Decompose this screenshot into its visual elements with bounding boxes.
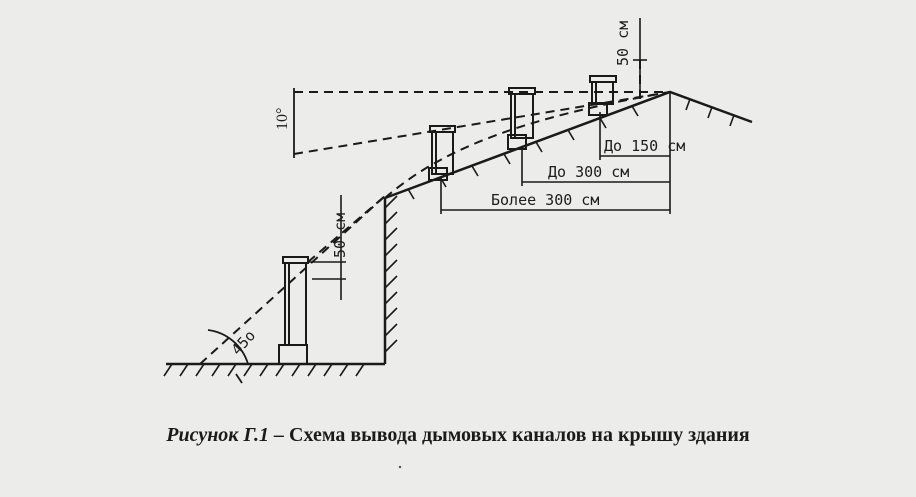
stray-dot [398,465,402,469]
angle-45-label: 45o [228,326,260,358]
dim-50-top [633,18,647,92]
chimney-ground [278,256,309,365]
building-wall [383,195,398,364]
angle-10-label: 10° [274,108,291,130]
dashed-lines [199,60,671,365]
dim-more-300-label: Более 300 см [491,191,599,209]
figure-caption: Рисунок Г.1 – Схема вывода дымовых канал… [0,424,916,447]
dim-50-left-label: 50 см [331,213,349,258]
chimney-over-300 [428,125,456,181]
chimney-up-to-300 [507,87,536,150]
figure-title: Схема вывода дымовых каналов на крышу зд… [289,424,750,446]
dim-distances [440,92,671,214]
ground-left [163,362,385,377]
chimney-up-to-150 [588,75,617,116]
dim-50-top-label: 50 см [614,21,632,66]
dim-150-label: До 150 см [604,137,685,155]
figure-number: Рисунок Г.1 – [166,424,285,446]
dim-50-left [308,195,346,300]
dim-300-label: До 300 см [548,163,629,181]
angle-45-marker [207,329,249,384]
